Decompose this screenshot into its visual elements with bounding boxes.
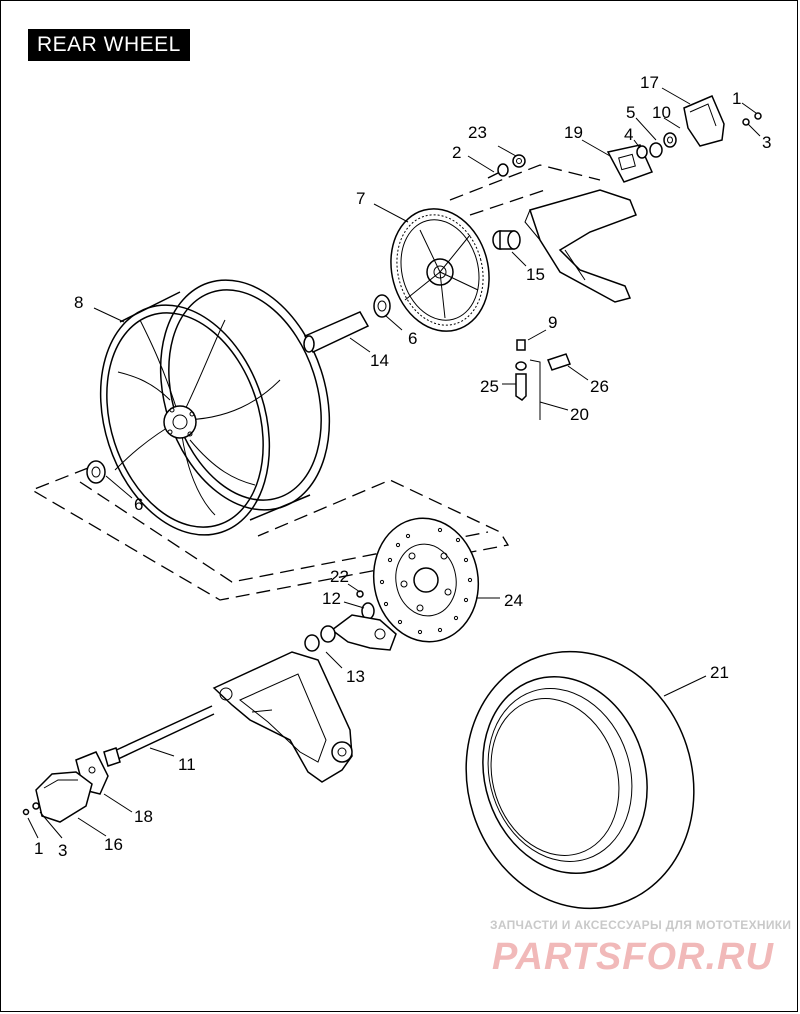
callout-5: 5 xyxy=(626,103,635,122)
sprocket-dashed-outline-b xyxy=(469,189,546,216)
callout-15: 15 xyxy=(526,265,545,284)
brake-rotor xyxy=(372,517,480,643)
callout-6-upper: 6 xyxy=(408,329,417,348)
rotor-bolt xyxy=(356,590,364,598)
callout-26: 26 xyxy=(590,377,609,396)
callout-11: 11 xyxy=(178,755,196,774)
callout-25: 25 xyxy=(480,377,499,396)
callout-leader-lines xyxy=(27,87,761,839)
axle-spacer xyxy=(303,311,370,353)
callout-20: 20 xyxy=(570,405,589,424)
callout-19: 19 xyxy=(564,123,583,142)
callout-8: 8 xyxy=(74,293,83,312)
wheel-bearing-right xyxy=(373,294,391,318)
sprocket-dashed-outline xyxy=(449,164,601,201)
wheel-bearing-left xyxy=(86,460,106,484)
callout-2: 2 xyxy=(452,143,461,162)
swingarm-section xyxy=(524,189,637,303)
callout-3-lower: 3 xyxy=(58,841,67,860)
callout-24: 24 xyxy=(504,591,523,610)
callout-12: 12 xyxy=(322,589,341,608)
sprocket-washer xyxy=(512,154,526,168)
cover-screw-upper xyxy=(742,112,762,126)
watermark-logo: PARTSFOR.RU xyxy=(492,936,774,978)
adjuster-hardware xyxy=(636,132,677,159)
callout-numbers: 1 3 17 5 10 4 19 23 2 7 15 8 6 14 9 25 2… xyxy=(34,73,771,860)
cover-screw-lower xyxy=(22,802,40,816)
callout-3-upper: 3 xyxy=(762,133,771,152)
sprocket-bolt xyxy=(487,163,509,179)
assembly-dashed-outline xyxy=(30,467,510,601)
axle-cover-left xyxy=(35,771,93,823)
callout-9: 9 xyxy=(548,313,557,332)
callout-6-lower: 6 xyxy=(134,495,143,514)
rear-wheel xyxy=(99,279,331,536)
callout-17: 17 xyxy=(640,73,659,92)
caliper-bracket xyxy=(304,614,397,652)
assembly-dashed-outline-inner xyxy=(79,481,489,583)
callout-16: 16 xyxy=(104,835,123,854)
callout-22: 22 xyxy=(330,567,349,586)
axle-cover-right xyxy=(683,95,725,147)
callout-7: 7 xyxy=(356,189,365,208)
rear-axle xyxy=(103,705,215,767)
sprocket-bushing xyxy=(492,230,521,250)
swingarm-lower xyxy=(212,651,353,783)
diagram-title: REAR WHEEL xyxy=(28,29,190,61)
valve-stem-kit xyxy=(515,339,571,420)
callout-23: 23 xyxy=(468,123,487,142)
callout-1-upper: 1 xyxy=(732,89,741,108)
callout-13: 13 xyxy=(346,667,365,686)
callout-21: 21 xyxy=(710,663,729,682)
rear-sprocket xyxy=(390,208,490,332)
rear-tire xyxy=(465,650,695,910)
callout-18: 18 xyxy=(134,807,153,826)
watermark-tagline: ЗАПЧАСТИ И АКСЕССУАРЫ ДЛЯ МОТОТЕХНИКИ xyxy=(490,918,792,932)
callout-14: 14 xyxy=(370,351,389,370)
callout-1-lower: 1 xyxy=(34,839,43,858)
callout-4: 4 xyxy=(624,125,633,144)
callout-10: 10 xyxy=(652,103,671,122)
